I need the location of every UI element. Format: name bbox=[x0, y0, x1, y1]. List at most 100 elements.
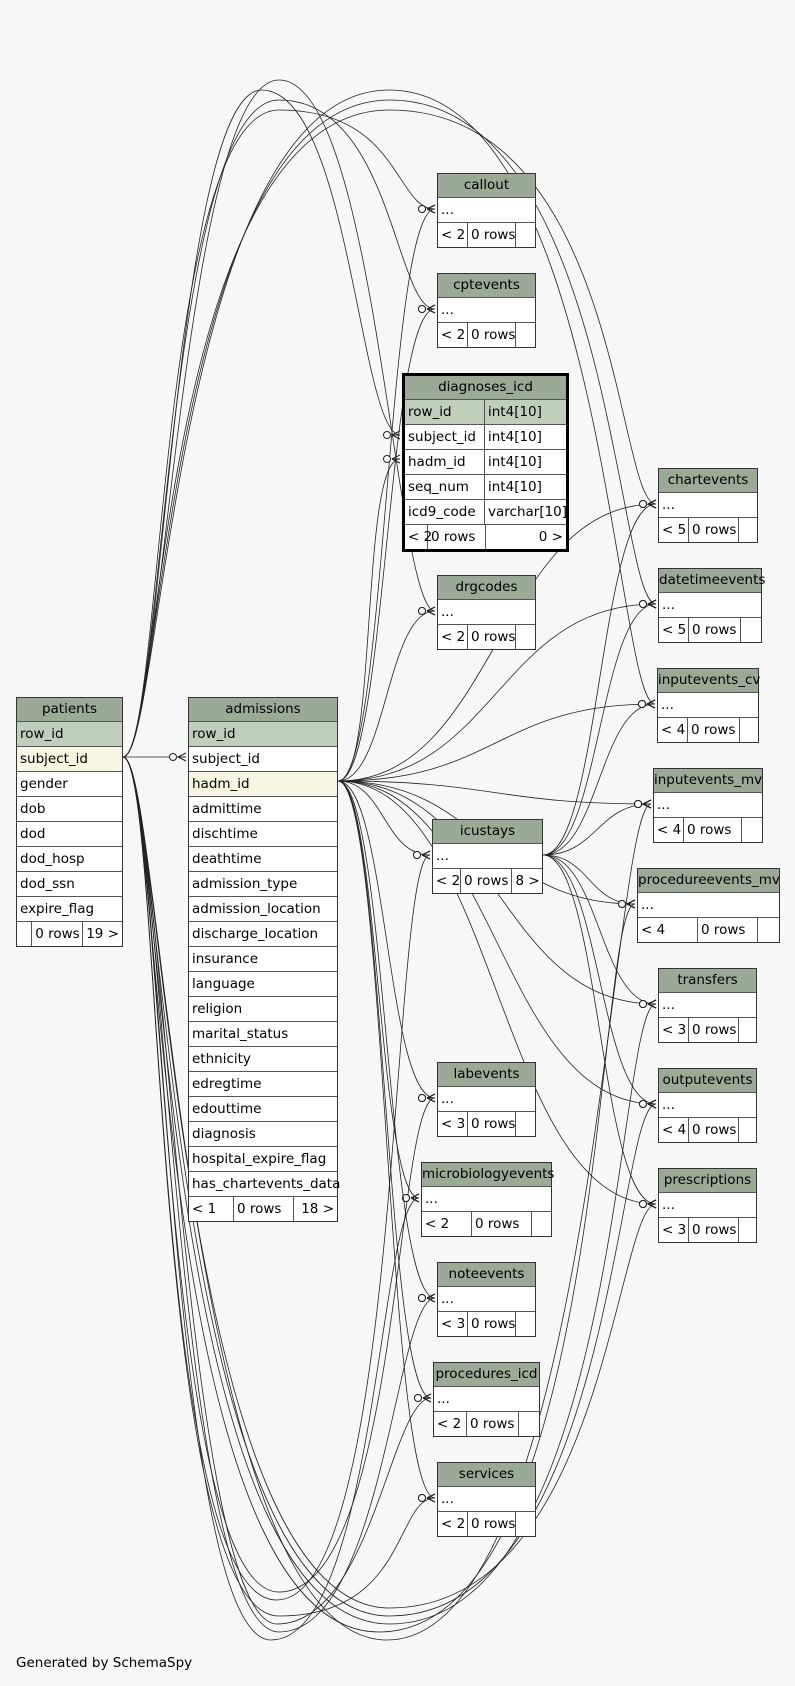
column-row[interactable]: ethnicity bbox=[189, 1047, 337, 1072]
table-title[interactable]: admissions bbox=[189, 698, 337, 722]
collapsed-columns[interactable]: ... bbox=[659, 1093, 756, 1118]
collapsed-columns[interactable]: ... bbox=[658, 693, 758, 718]
child-count[interactable] bbox=[741, 618, 761, 642]
child-count[interactable] bbox=[739, 1118, 756, 1142]
column-row[interactable]: subject_id bbox=[189, 747, 337, 772]
collapsed-columns[interactable]: ... bbox=[438, 1087, 535, 1112]
child-count[interactable] bbox=[516, 1112, 535, 1136]
child-count[interactable] bbox=[516, 223, 535, 247]
table-title[interactable]: labevents bbox=[438, 1063, 535, 1087]
child-count[interactable] bbox=[739, 1218, 756, 1242]
column-row[interactable]: marital_status bbox=[189, 1022, 337, 1047]
column-row[interactable]: gender bbox=[17, 772, 122, 797]
collapsed-columns[interactable]: ... bbox=[654, 793, 762, 818]
parent-count[interactable]: < 5 bbox=[659, 518, 689, 542]
parent-count[interactable]: < 5 bbox=[659, 618, 689, 642]
collapsed-columns[interactable]: ... bbox=[433, 844, 542, 869]
column-row[interactable]: admittime bbox=[189, 797, 337, 822]
table-title[interactable]: inputevents_mv bbox=[654, 769, 762, 793]
collapsed-columns[interactable]: ... bbox=[438, 1487, 535, 1512]
column-row[interactable]: discharge_location bbox=[189, 922, 337, 947]
parent-count[interactable]: < 2 bbox=[422, 1212, 472, 1236]
table-title[interactable]: outputevents bbox=[659, 1069, 756, 1093]
column-row[interactable]: edregtime bbox=[189, 1072, 337, 1097]
table-title[interactable]: chartevents bbox=[659, 469, 757, 493]
parent-count[interactable]: < 3 bbox=[438, 1112, 468, 1136]
table-title[interactable]: datetimeevents bbox=[659, 569, 765, 593]
column-row[interactable]: row_id bbox=[17, 722, 122, 747]
collapsed-columns[interactable]: ... bbox=[659, 593, 761, 618]
collapsed-columns[interactable]: ... bbox=[422, 1187, 551, 1212]
collapsed-columns[interactable]: ... bbox=[438, 600, 535, 625]
column-row[interactable]: admission_type bbox=[189, 872, 337, 897]
child-count[interactable] bbox=[739, 1018, 756, 1042]
collapsed-columns[interactable]: ... bbox=[438, 198, 535, 223]
table-title[interactable]: microbiologyevents bbox=[422, 1163, 554, 1187]
child-count[interactable]: 18 > bbox=[301, 1201, 334, 1217]
parent-count[interactable] bbox=[17, 922, 33, 946]
table-title[interactable]: procedureevents_mv bbox=[638, 869, 780, 893]
column-row[interactable]: row_id bbox=[189, 722, 337, 747]
child-count[interactable]: 19 > bbox=[86, 926, 119, 942]
child-count[interactable]: 0 > bbox=[538, 529, 563, 545]
table-title[interactable]: cptevents bbox=[438, 274, 535, 298]
column-row[interactable]: dod_ssn bbox=[17, 872, 122, 897]
parent-count[interactable]: < 2 bbox=[405, 525, 432, 549]
collapsed-columns[interactable]: ... bbox=[438, 298, 535, 323]
collapsed-columns[interactable]: ... bbox=[438, 1287, 535, 1312]
column-row[interactable]: religion bbox=[189, 997, 337, 1022]
column-row[interactable]: hadm_id bbox=[189, 772, 337, 797]
child-count[interactable] bbox=[739, 518, 757, 542]
table-title[interactable]: inputevents_cv bbox=[658, 669, 760, 693]
child-count[interactable] bbox=[516, 625, 535, 649]
table-title[interactable]: callout bbox=[438, 174, 535, 198]
table-title[interactable]: drgcodes bbox=[438, 576, 535, 600]
parent-count[interactable]: < 4 bbox=[659, 1118, 689, 1142]
parent-count[interactable]: < 4 bbox=[654, 818, 684, 842]
child-count[interactable]: 8 > bbox=[515, 873, 540, 889]
table-title[interactable]: diagnoses_icd bbox=[405, 376, 566, 400]
parent-count[interactable]: < 2 bbox=[438, 323, 468, 347]
child-count[interactable] bbox=[519, 1412, 539, 1436]
column-row[interactable]: dod_hosp bbox=[17, 847, 122, 872]
collapsed-columns[interactable]: ... bbox=[659, 993, 756, 1018]
column-row[interactable]: hospital_expire_flag bbox=[189, 1147, 337, 1172]
child-count[interactable] bbox=[740, 718, 758, 742]
parent-count[interactable]: < 2 bbox=[438, 223, 468, 247]
parent-count[interactable]: < 4 bbox=[658, 718, 688, 742]
column-row[interactable]: expire_flag bbox=[17, 897, 122, 922]
table-title[interactable]: icustays bbox=[433, 820, 542, 844]
parent-count[interactable]: < 3 bbox=[659, 1218, 689, 1242]
column-row[interactable]: dob bbox=[17, 797, 122, 822]
table-title[interactable]: transfers bbox=[659, 969, 756, 993]
child-count[interactable] bbox=[516, 1312, 535, 1336]
child-count[interactable] bbox=[532, 1212, 551, 1236]
collapsed-columns[interactable]: ... bbox=[434, 1387, 539, 1412]
table-title[interactable]: patients bbox=[17, 698, 122, 722]
collapsed-columns[interactable]: ... bbox=[638, 893, 779, 918]
collapsed-columns[interactable]: ... bbox=[659, 1193, 756, 1218]
parent-count[interactable]: < 3 bbox=[438, 1312, 468, 1336]
table-title[interactable]: procedures_icd bbox=[434, 1363, 539, 1387]
parent-count[interactable]: < 2 bbox=[433, 869, 461, 893]
collapsed-columns[interactable]: ... bbox=[659, 493, 757, 518]
column-row[interactable]: dischtime bbox=[189, 822, 337, 847]
